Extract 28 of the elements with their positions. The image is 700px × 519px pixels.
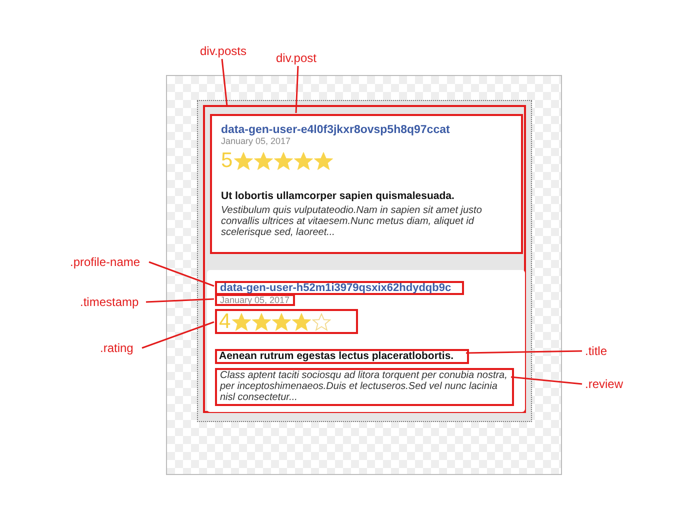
leader-line xyxy=(510,376,582,385)
leader-line xyxy=(295,66,299,114)
callout-label: .rating xyxy=(100,340,142,356)
review-title: Ut lobortis ullamcorper sapien quismalesuada. xyxy=(221,190,456,202)
leader-line xyxy=(142,321,214,349)
leader-line xyxy=(148,261,214,287)
rating-number: 5 xyxy=(221,150,233,172)
leader-line xyxy=(221,58,228,106)
callout-label: div.posts xyxy=(200,43,260,59)
date-text: January 05, 2017 xyxy=(221,136,292,146)
post-card xyxy=(207,270,525,412)
posts-outline xyxy=(203,105,526,413)
review-text: Vestibulum quis vulputateodio.Nam in sapien sit amet justo convallis ultrices at vitaesem.Nunc metus diam, aliquet id scelerisque sed, laoreet... xyxy=(221,205,483,238)
callout-label: .profile-name xyxy=(70,254,150,270)
callout-label: .timestamp xyxy=(80,294,146,310)
profile-name: data-gen-user-h52m1i3979qsxix62hdydqb9c xyxy=(215,281,464,295)
review-text: Class aptent taciti sociosqu ad litora torquent per conubia nostra, per inceptoshimenaeos.Duis et lectuseros.Sed vel nunc lacinia nisl consectetur... xyxy=(215,368,514,406)
callout-label: .title xyxy=(585,343,615,359)
rating-outline xyxy=(215,309,358,334)
review-title: Aenean rutrum egestas lectus placeratlobortis. xyxy=(215,349,469,364)
leader-line xyxy=(146,298,214,303)
date-text: January 05, 2017 xyxy=(215,294,295,306)
rating-number: 4 xyxy=(219,311,231,333)
callout-label: div.post xyxy=(276,50,326,66)
callout-label: .review xyxy=(585,376,630,392)
leader-line xyxy=(466,350,582,354)
post-card xyxy=(210,114,523,254)
profile-name: data-gen-user-e4l0f3jkxr8ovsp5h8q97ccat xyxy=(221,124,451,136)
